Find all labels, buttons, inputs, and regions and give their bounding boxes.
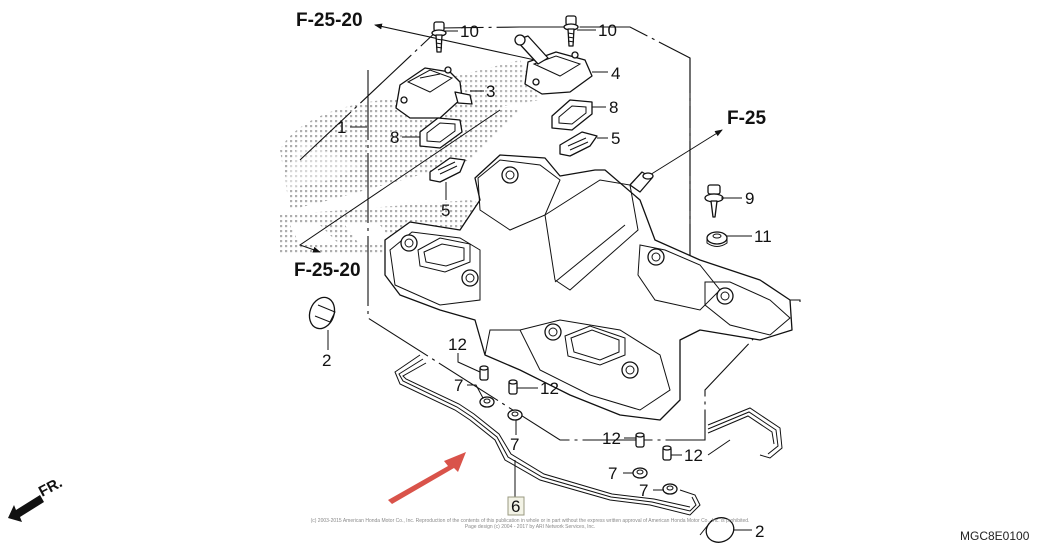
callout-11[interactable]: 11: [754, 227, 772, 246]
callout-12-a[interactable]: 12: [448, 335, 467, 354]
copyright-line-2: Page design (c) 2004 - 2017 by ARI Netwo…: [464, 524, 596, 530]
callout-12-b[interactable]: 12: [540, 379, 559, 398]
callout-2-left[interactable]: 2: [322, 351, 331, 370]
bolt-part-9: [704, 184, 724, 218]
callout-3[interactable]: 3: [486, 82, 495, 101]
plate-part-5-left: [429, 157, 466, 183]
head-cover-gasket-part-6: [394, 354, 783, 516]
grommet-part-7-a: [479, 396, 495, 408]
callout-8-left[interactable]: 8: [390, 128, 399, 147]
gasket-part-8-right: [551, 99, 593, 131]
plate-part-5-right: [559, 131, 598, 157]
collar-part-12-a: [479, 365, 489, 381]
plug-part-2-left: [308, 296, 336, 330]
front-arrow-icon: [8, 495, 44, 522]
callout-7-d[interactable]: 7: [639, 481, 648, 500]
bolt-part-10-left: [431, 21, 447, 53]
collar-part-12-d: [662, 445, 672, 461]
callout-7-c[interactable]: 7: [608, 464, 617, 483]
callout-2-right[interactable]: 2: [755, 522, 764, 541]
reference-arrows: [298, 23, 723, 253]
washer-part-11: [706, 231, 728, 247]
collar-part-12-c: [635, 432, 645, 448]
callout-4[interactable]: 4: [611, 64, 620, 83]
callout-6-highlight[interactable]: 6: [507, 496, 525, 516]
callout-9[interactable]: 9: [745, 189, 754, 208]
breather-chamber-part-3: [395, 66, 473, 119]
grommet-part-7-c: [632, 467, 648, 479]
grommet-part-7-b: [507, 409, 523, 421]
copyright-notice: (c) 2003-2015 American Honda Motor Co., …: [270, 518, 790, 530]
reference-label-f-25-right[interactable]: F-25: [727, 108, 767, 129]
reference-label-f-25-20-left[interactable]: F-25-20: [294, 260, 361, 281]
reference-label-f-25-20-top[interactable]: F-25-20: [296, 10, 363, 31]
diagram-code: MGC8E0100: [960, 529, 1030, 543]
breather-chamber-part-4: [514, 34, 593, 95]
callout-12-d[interactable]: 12: [684, 446, 703, 465]
collar-part-12-b: [508, 379, 518, 395]
callout-8-right[interactable]: 8: [609, 98, 618, 117]
grommet-part-7-d: [662, 483, 678, 495]
bolt-part-10-right: [563, 15, 579, 47]
plug-part-2-right: [699, 517, 735, 543]
callout-5-left[interactable]: 5: [441, 201, 450, 220]
leader-lines: [327, 29, 752, 531]
copyright-line-1: (c) 2003-2015 American Honda Motor Co., …: [310, 518, 750, 524]
callout-7-a[interactable]: 7: [454, 376, 463, 395]
callout-7-b[interactable]: 7: [510, 435, 519, 454]
callout-10-left[interactable]: 10: [460, 22, 479, 41]
front-direction-indicator: FR.: [8, 474, 65, 522]
callout-12-c[interactable]: 12: [602, 429, 621, 448]
cylinder-head-cover-part-1: [384, 154, 793, 421]
highlight-arrow: [388, 452, 466, 504]
callout-1[interactable]: 1: [337, 118, 346, 137]
callout-6[interactable]: 6: [511, 497, 520, 516]
callout-10-right[interactable]: 10: [598, 21, 617, 40]
callout-5-right[interactable]: 5: [611, 129, 620, 148]
gasket-part-8-left: [419, 117, 463, 149]
